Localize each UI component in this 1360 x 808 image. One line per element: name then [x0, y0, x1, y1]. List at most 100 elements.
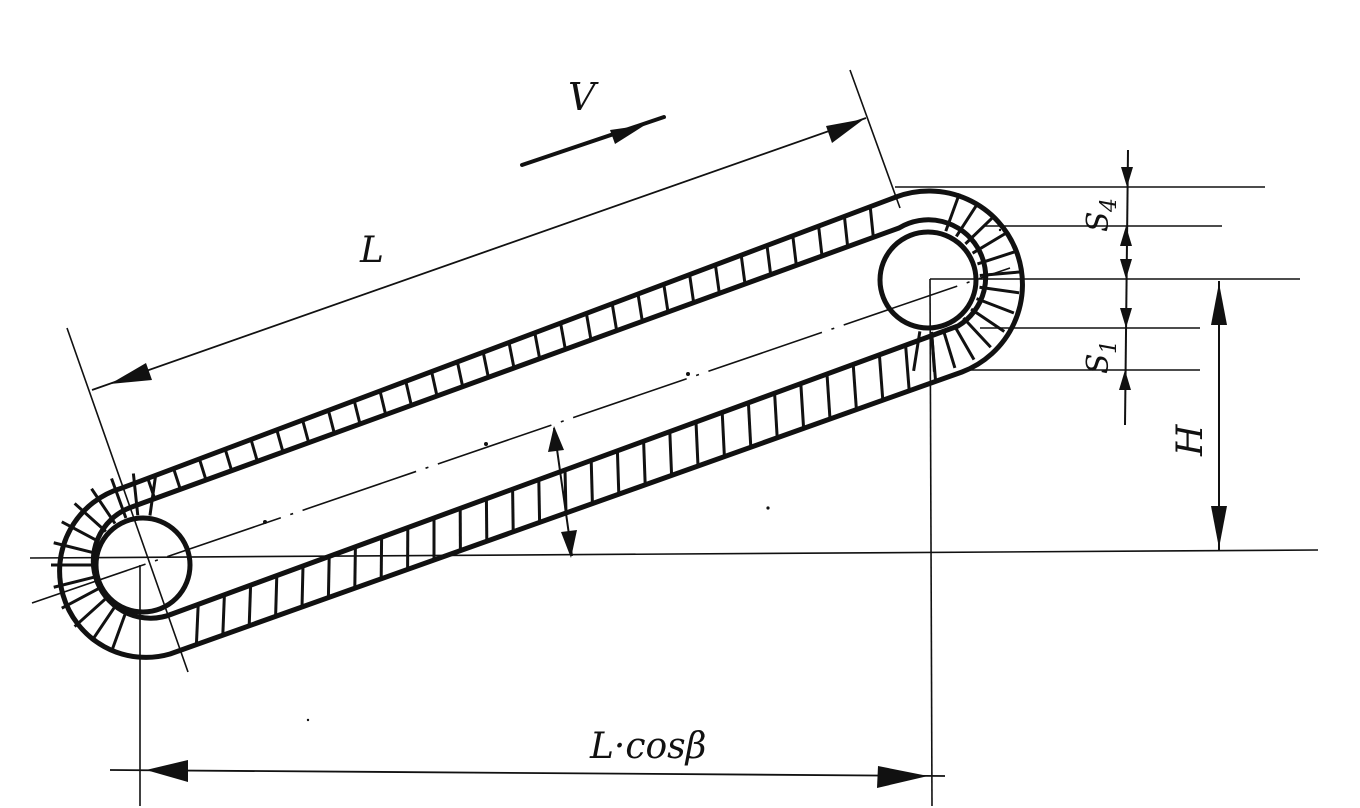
belt-segment [799, 383, 806, 429]
centerline-dot [686, 372, 690, 376]
belt-segment [720, 412, 726, 457]
belt-segment [223, 448, 234, 472]
belt-segment [877, 354, 885, 401]
belt-segment [131, 473, 140, 516]
belt-segment [430, 371, 439, 397]
ext-line-l-right [849, 69, 901, 209]
belt-segment [455, 361, 465, 387]
belt-segment [300, 565, 305, 608]
s4-label-sub: 4 [1097, 198, 1122, 213]
horizontal-projection-label: L·cosβ [589, 726, 706, 767]
velocity-arrowhead [610, 125, 645, 144]
belt-segment [511, 489, 515, 532]
belt-segment [817, 225, 824, 257]
s1-label: S 1 [1081, 340, 1122, 374]
belt-segment [249, 439, 259, 462]
belt-segment [941, 329, 957, 369]
belt-segment [976, 250, 1016, 266]
s1-label-sub: 1 [1097, 340, 1122, 354]
belt-segment [962, 317, 992, 349]
centerline-dot [263, 520, 267, 524]
ext-line-base-horizontal [29, 549, 1319, 559]
belt-segment [791, 235, 798, 266]
velocity-label: V [568, 75, 599, 119]
drive-pulley-left [93, 515, 193, 615]
belt-segment [964, 215, 996, 245]
s1-arrowhead-top [1120, 308, 1132, 328]
belt-segment [172, 468, 182, 490]
extension-lines [29, 186, 1319, 559]
velocity-arrow [520, 115, 666, 167]
belt-segment [61, 587, 100, 610]
s-dimension-chain [1119, 149, 1133, 426]
belt-segment [73, 597, 107, 628]
belt-segment [110, 478, 128, 519]
belt-segment [584, 313, 593, 341]
belt-segment [274, 575, 279, 617]
scan-speck [766, 506, 770, 510]
height-arrowhead-bottom [1211, 506, 1227, 548]
projection-arrowhead-right [877, 766, 928, 788]
belt-segment [53, 541, 95, 555]
belt-upper-segments [146, 206, 875, 500]
belt-segment [301, 419, 311, 444]
belt-segment [773, 393, 779, 438]
scan-speck [306, 718, 310, 722]
belt-outer-outline [57, 188, 1025, 660]
belt-segment [868, 206, 875, 238]
belt-segment [739, 255, 747, 285]
belt-segment [352, 400, 362, 425]
height-dimension [1211, 281, 1227, 550]
belt-segment [275, 429, 285, 453]
s4-label: S 4 [1081, 198, 1122, 232]
s-center-arrowhead-up [1120, 259, 1132, 279]
belt-segment [110, 611, 128, 652]
projection-arrowhead-left [146, 760, 188, 782]
belt-segment [955, 202, 980, 238]
belt-segment [615, 450, 621, 495]
belt-segment [507, 342, 516, 369]
belt-segment [247, 585, 253, 626]
belt-width-arrowhead-bottom [561, 530, 577, 558]
belt-segment [90, 487, 117, 525]
belt-segment [537, 479, 542, 523]
belt-segment [851, 364, 858, 410]
belt-segment [976, 297, 1015, 315]
belt-segment [912, 331, 922, 372]
belt-segment [662, 284, 670, 313]
belt-right-wrap-segments [912, 193, 1020, 372]
belt-segment [979, 285, 1020, 295]
centerline-dot [484, 442, 488, 446]
belt-segment [61, 520, 100, 543]
belt-width-arrowhead-top [548, 426, 564, 452]
belt-segment [481, 351, 490, 378]
belt-segment [825, 373, 832, 420]
belt-segment [326, 410, 336, 434]
length-arrowhead-left [110, 363, 152, 384]
belt-width-dimension [548, 426, 577, 558]
height-label: H [1170, 424, 1211, 457]
belt-segment [765, 245, 773, 275]
belt-segment [378, 390, 388, 416]
belt-segment [148, 473, 158, 516]
scan-speck [998, 228, 1002, 232]
belt-segment [970, 307, 1006, 333]
belt-segment [694, 421, 700, 467]
ext-line-right-vertical [929, 278, 933, 807]
belt-segment [979, 270, 1020, 277]
belt-segment [688, 274, 696, 303]
drive-pulley-right [877, 229, 979, 331]
belt-segment [944, 193, 961, 232]
belt-segment [952, 324, 976, 361]
length-extension-lines [66, 69, 901, 673]
belt-segment [221, 594, 226, 636]
belt-left-wrap-segments [51, 473, 158, 652]
length-arrowhead-right [826, 119, 864, 143]
horizontal-projection-dimension [109, 760, 946, 788]
belt-segment [559, 322, 567, 350]
belt-segment [746, 402, 753, 448]
belt-segment [904, 345, 911, 391]
conveyor-belt [51, 188, 1025, 660]
belt-lower-segments [194, 335, 938, 645]
